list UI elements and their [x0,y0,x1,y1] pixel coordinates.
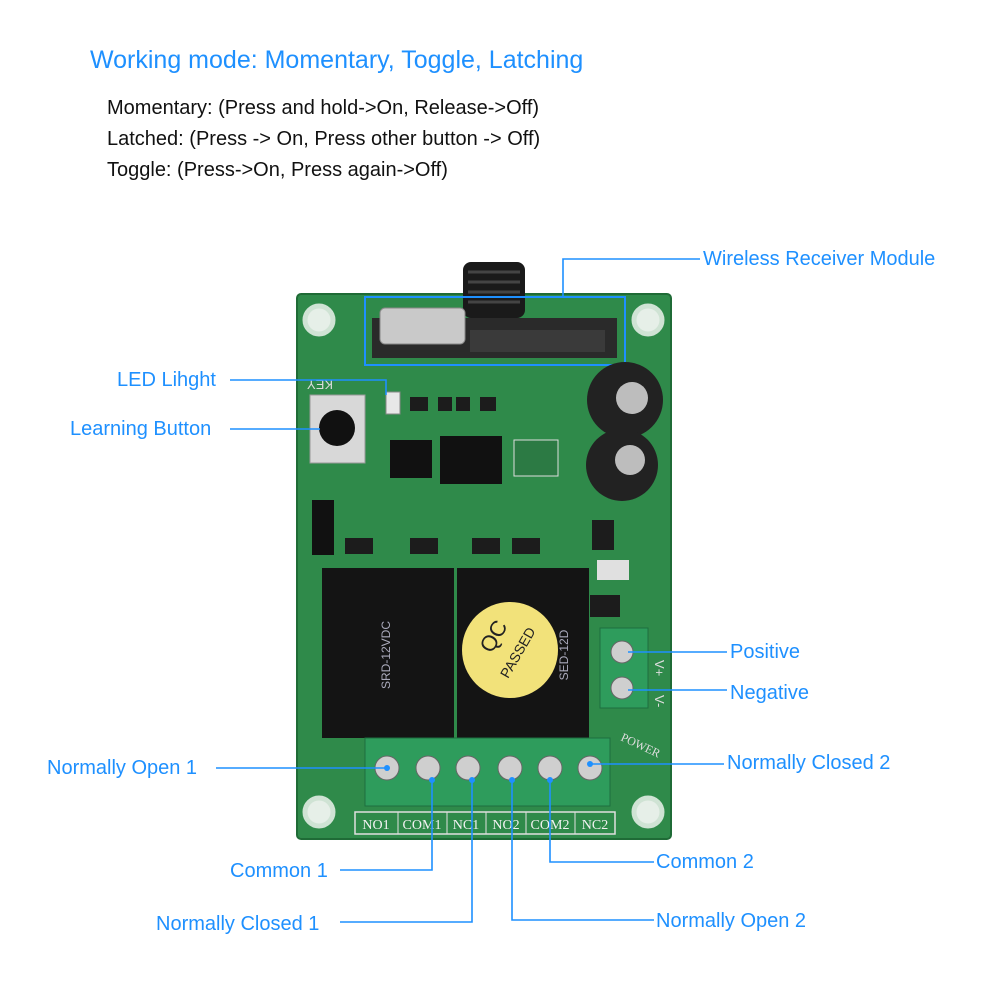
callout-normally-closed-1: Normally Closed 1 [156,913,320,935]
power-terminal-block: V+ V- [599,627,667,709]
callout-common-2: Common 2 [656,851,754,873]
callout-negative: Negative [730,682,809,704]
leader-dots [384,761,593,783]
callout-led-light: LED Lihght [117,369,216,391]
callout-positive: Positive [730,641,801,663]
callout-normally-open-1: Normally Open 1 [47,757,198,779]
mode-latched: Latched: (Press -> On, Press other butto… [107,128,541,150]
qc-passed-sticker: QC PASSED [462,602,558,698]
label-com1: COM1 [403,818,442,833]
mode-toggle: Toggle: (Press->On, Press again->Off) [107,159,448,181]
leader-lines [216,258,727,923]
relay-1: SRD-12VDC [322,568,454,738]
label-no1: NO1 [362,818,389,833]
smd-components [345,397,629,617]
learning-button [309,394,366,464]
led-light [385,391,401,415]
wireless-receiver-module [372,307,617,358]
label-nc2: NC2 [582,818,608,833]
receiver-highlight-box [364,296,626,366]
antenna-coil [463,262,525,318]
label-no2: NO2 [492,818,519,833]
callout-wireless-receiver-module: Wireless Receiver Module [703,248,936,270]
jumper-header [312,500,334,555]
svg-text:SRD-12VDC: SRD-12VDC [379,621,393,689]
svg-text:V+: V+ [652,660,667,676]
callout-normally-open-2: Normally Open 2 [656,910,807,932]
output-terminal-block [364,737,611,807]
capacitors [586,362,663,501]
callout-common-1: Common 1 [230,860,328,882]
callout-normally-closed-2: Normally Closed 2 [727,752,891,774]
label-nc1: NC1 [453,818,479,833]
page-heading: Working mode: Momentary, Toggle, Latchin… [90,46,584,74]
svg-text:V-: V- [652,695,667,707]
mode-momentary: Momentary: (Press and hold->On, Release-… [107,97,540,119]
callout-learning-button: Learning Button [70,418,212,440]
mounting-holes [302,303,665,829]
ic-chips [390,436,559,484]
svg-text:SED-12D: SED-12D [557,629,571,680]
